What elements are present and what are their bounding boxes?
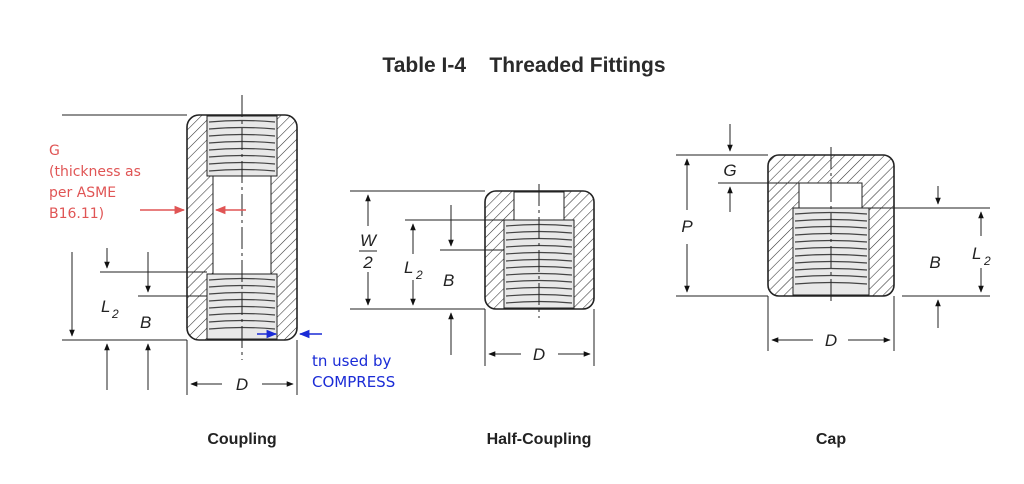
cap-p-label: P <box>681 217 693 236</box>
caption-half-coupling: Half-Coupling <box>487 431 592 448</box>
cap-d-label: D <box>825 331 837 350</box>
half-coupling-l2-label: L <box>404 258 413 277</box>
coupling-bore <box>212 175 272 275</box>
cap-l2-label: L <box>972 244 981 263</box>
half-coupling-w-den: 2 <box>362 253 373 272</box>
g-note-line-1: G <box>49 143 60 159</box>
half-coupling-drawing: W 2 L 2 B D <box>350 184 595 366</box>
caption-coupling: Coupling <box>207 431 276 448</box>
g-note-line-2: (thickness as <box>49 164 141 180</box>
tn-annotation: tn used by COMPRESS <box>257 329 395 391</box>
g-note-line-4: B16.11) <box>49 206 104 222</box>
table-title: Table I-4 Threaded Fittings <box>382 54 665 77</box>
coupling-l2-label: L <box>101 297 110 316</box>
coupling-d-label: D <box>236 375 248 394</box>
tn-note-line-1: tn used by <box>312 352 392 370</box>
g-note-line-3: per ASME <box>49 185 116 201</box>
thread-line <box>208 126 276 130</box>
thread-line <box>505 272 573 276</box>
cap-g-label: G <box>723 161 736 180</box>
thread-line <box>505 279 573 283</box>
half-coupling-b-label: B <box>443 271 454 290</box>
coupling-l2-sub: 2 <box>111 307 119 321</box>
thread-line <box>208 119 276 123</box>
thread-line <box>208 291 276 295</box>
thread-line <box>794 211 868 215</box>
thread-line <box>794 274 868 278</box>
thread-line <box>208 284 276 288</box>
cap-b-label: B <box>929 253 940 272</box>
cap-l2-sub: 2 <box>983 254 991 268</box>
half-coupling-d-label: D <box>533 345 545 364</box>
half-coupling-l2-sub: 2 <box>415 268 423 282</box>
g-thickness-annotation: G (thickness as per ASME B16.11) <box>49 143 246 222</box>
thread-line <box>794 267 868 271</box>
caption-cap: Cap <box>816 431 846 448</box>
coupling-drawing: L 2 B D <box>62 95 298 395</box>
coupling-b-label: B <box>140 313 151 332</box>
tn-note-line-2: COMPRESS <box>312 373 395 391</box>
cap-drawing: G P B L 2 D <box>676 124 991 351</box>
half-coupling-w-label: W <box>360 231 378 250</box>
